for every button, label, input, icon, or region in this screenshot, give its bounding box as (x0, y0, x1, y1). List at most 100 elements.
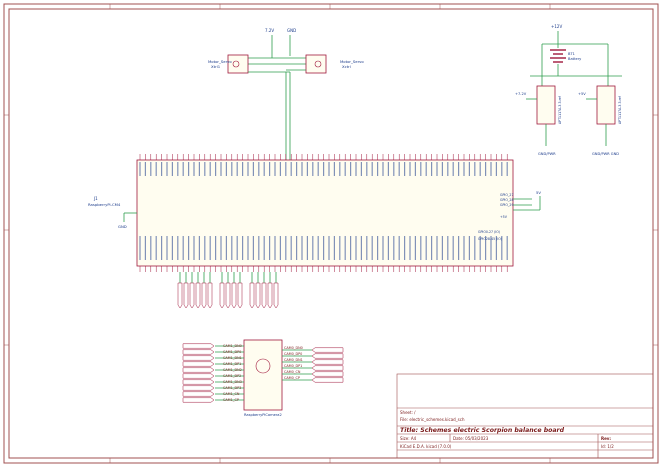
rpi-pin-name-glyph (171, 162, 173, 176)
rpi-pin-name-glyph (474, 236, 476, 260)
rpi-pin-name-glyph (377, 162, 379, 176)
regulator-right-part: APT1117A-3.3-ref (618, 95, 622, 124)
rpi-net-label-tab (207, 282, 213, 309)
camera-left-global-label (182, 349, 215, 355)
regulator-right[interactable] (596, 85, 616, 125)
motor-left-name: Motor_Servo (208, 59, 232, 64)
rpi-pin-name-glyph (447, 236, 449, 260)
rpi-pin-name-glyph (144, 162, 146, 176)
rpi-pin-name-glyph (436, 236, 438, 260)
rpi-pin-name-glyph (139, 162, 141, 176)
rpi-pin-name-glyph (398, 162, 400, 176)
rpi-net-label-tab (225, 282, 231, 309)
camera-left-global-label (182, 361, 215, 367)
rpi-pin-name-glyph (501, 162, 503, 176)
rpi-pin-name-glyph (441, 162, 443, 176)
frame-ticks (4, 4, 658, 463)
rpi-pin-name-glyph (150, 162, 152, 176)
camera-left-labels: CAM1_DN0CAM1_DP0CAM1_DN1CAM1_DP1CAM1_DN2… (182, 343, 244, 403)
rpi-pin-name-glyph (182, 162, 184, 176)
rpi-pin-name-glyph (393, 236, 395, 260)
rpi-pin-name-glyph (366, 162, 368, 176)
rpi-cm4-block: J1 RaspberryPi-CM4 GND GPIO_27 GPIO_28 G… (88, 154, 541, 272)
power-supply-section: +12V BT1 Battery +7.2V +5V APT1117A-3.3-… (515, 24, 622, 156)
motor-connector-left[interactable] (227, 54, 249, 74)
rpi-pin-name-glyph (360, 162, 362, 176)
rpi-pin-name-glyph (209, 236, 211, 260)
rpi-pin-name-glyph (204, 162, 206, 176)
rpi-pin-name-glyph (290, 236, 292, 260)
camera-left-pin-label: CAM1_DP2 (223, 374, 241, 378)
rpi-top-pin-labels (139, 162, 508, 176)
rpi-right-pin-3: +5V (500, 215, 508, 219)
rpi-pin-name-glyph (323, 236, 325, 260)
regulator-left[interactable] (536, 85, 556, 125)
sheet-inner-frame (8, 8, 654, 459)
rpi-top-pins (139, 154, 508, 160)
rpi-pin-name-glyph (323, 162, 325, 176)
rpi-pin-name-glyph (495, 162, 497, 176)
rpi-pin-name-glyph (425, 236, 427, 260)
title-block-file: File: electric_schemes.kicad_sch (400, 417, 465, 422)
motor-connector-right[interactable] (305, 54, 327, 74)
motor-right-name: Motor_Servo (340, 59, 364, 64)
camera-right-global-label (311, 377, 344, 383)
rpi-net-label-tab (189, 282, 195, 309)
rpi-pin-name-glyph (301, 162, 303, 176)
rpi-pin-name-glyph (231, 162, 233, 176)
rpi-net-label-tab (267, 282, 273, 309)
rpi-pin-name-glyph (317, 162, 319, 176)
rpi-pin-name-glyph (155, 162, 157, 176)
rpi-pin-name-glyph (333, 236, 335, 260)
rpi-pin-name-glyph (193, 162, 195, 176)
rpi-pin-name-glyph (220, 236, 222, 260)
rpi-net-label-tab (231, 282, 237, 309)
rpi-pin-name-glyph (247, 236, 249, 260)
camera-left-pin-label: CAM1_DN1 (223, 356, 242, 360)
rpi-pin-name-glyph (258, 236, 260, 260)
power-gnd-label-top: GND (287, 28, 296, 33)
rpi-pin-name-glyph (236, 236, 238, 260)
rpi-pin-name-glyph (506, 236, 508, 260)
rpi-pin-name-glyph (436, 162, 438, 176)
camera-left-pin-label: CAM1_DP0 (223, 350, 241, 354)
camera-right-pin-label: CAM0_DP0 (284, 352, 302, 356)
rpi-pin-name-glyph (161, 162, 163, 176)
battery-symbol[interactable] (550, 49, 566, 63)
rpi-pin-name-glyph (231, 236, 233, 260)
rpi-pin-name-glyph (312, 236, 314, 260)
rpi-pin-name-glyph (242, 236, 244, 260)
rpi-pin-name-glyph (306, 236, 308, 260)
rpi-pin-name-glyph (290, 162, 292, 176)
rpi-pin-name-glyph (398, 236, 400, 260)
rpi-pin-name-glyph (355, 162, 357, 176)
rpi-pin-name-glyph (215, 236, 217, 260)
rpi-right-pin-1: GPIO_28 (500, 198, 514, 202)
rpi-pin-name-glyph (404, 162, 406, 176)
rpi-pin-name-glyph (458, 162, 460, 176)
rpi-gpio-label2: GPIO28-45 (IO) (478, 237, 502, 241)
camera-right-global-label (311, 347, 344, 353)
rpi-pin-name-glyph (479, 162, 481, 176)
rpi-pin-name-glyph (366, 236, 368, 260)
rpi-pin-name-glyph (225, 162, 227, 176)
rpi-pin-name-glyph (344, 162, 346, 176)
rpi-pin-name-glyph (269, 162, 271, 176)
camera-symbol[interactable] (243, 339, 283, 411)
rpi-pin-name-glyph (431, 236, 433, 260)
rpi-pin-name-glyph (306, 162, 308, 176)
rpi-net-label-tab (249, 282, 255, 309)
rpi-right-pin-2: GPIO_29 (500, 203, 514, 207)
sheet-outer-frame (3, 3, 659, 464)
rpi-pin-name-glyph (317, 236, 319, 260)
rpi-pin-name-glyph (166, 162, 168, 176)
rpi-net-label-tab (237, 282, 243, 309)
rpi-pin-name-glyph (339, 162, 341, 176)
rpi-pin-name-glyph (350, 236, 352, 260)
camera-right-global-label (311, 365, 344, 371)
rpi-bottom-pin-labels (139, 236, 508, 260)
rpi-pin-name-glyph (474, 162, 476, 176)
camera-right-pin-label: CAM0_DN0 (284, 346, 303, 350)
power-7v2-label: 7.2V (265, 28, 274, 33)
